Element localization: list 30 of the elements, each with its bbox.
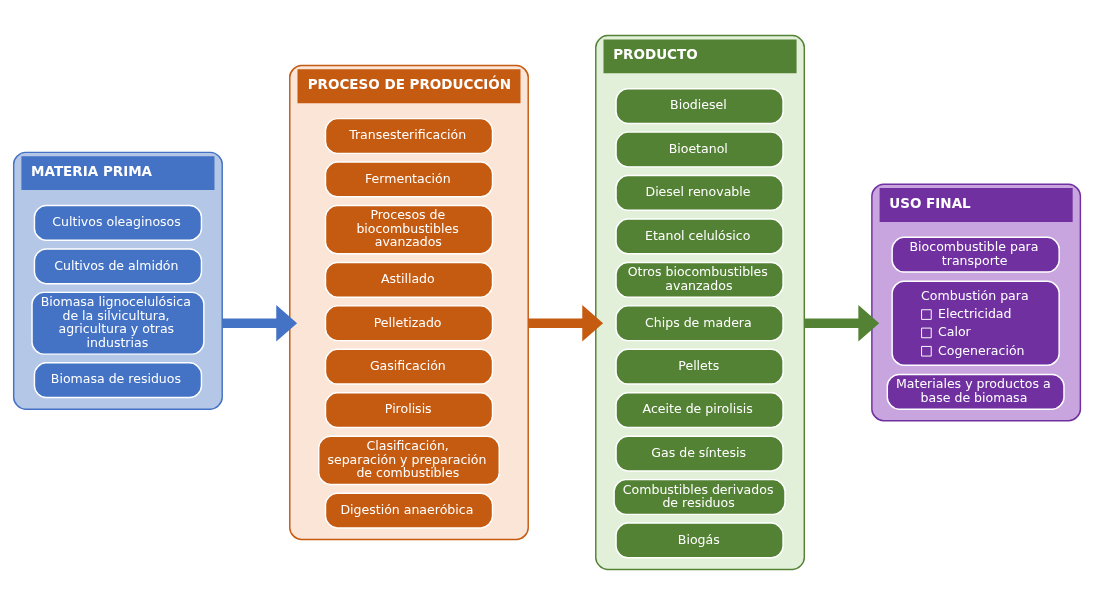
arrow: [528, 304, 604, 341]
node-box: Cultivos oleaginosos: [33, 204, 203, 241]
node-box: Fermentación: [324, 160, 494, 198]
node-box: Biocombustible para transporte: [891, 236, 1060, 273]
node-box: Pellets: [615, 348, 784, 385]
arrow: [804, 304, 880, 341]
node-box: Bioetanol: [615, 130, 784, 168]
node-box: Materiales y productos a base de biomasa: [886, 373, 1065, 410]
node-box: Biodiesel: [615, 87, 784, 124]
node-box: Gasificación: [324, 348, 494, 385]
node-box: Astillado: [324, 261, 494, 298]
node-box: Combustión para Electricidad Calor Cogeneración: [891, 280, 1060, 366]
node-box: Digestión anaeróbica: [324, 491, 494, 529]
node-box: Aceite de pirolisis: [615, 391, 784, 428]
node-box: Transesterificación: [324, 117, 494, 154]
node-box: Otros biocombustibles avanzados: [615, 261, 784, 298]
node-box: Etanol celulósico: [615, 217, 784, 254]
node-box: Pelletizado: [324, 304, 494, 341]
node-box: Clasificación, separación y preparación de combustibles: [318, 434, 500, 485]
node-box: Gas de síntesis: [615, 434, 784, 472]
node-box: Chips de madera: [615, 304, 784, 341]
arrow: [222, 304, 298, 341]
node-box: Cultivos de almidón: [33, 247, 203, 284]
node-box: Biogás: [615, 521, 784, 559]
node-box: Pirolisis: [324, 391, 494, 428]
node-box: Biomasa de residuos: [33, 361, 203, 398]
node-box: Procesos de biocombustibles avanzados: [324, 204, 494, 254]
node-box: Biomasa lignocelulósica de la silvicultura, agricultura y otras industrias: [31, 291, 205, 355]
node-box: Diesel renovable: [615, 174, 784, 211]
node-box: Combustibles derivados de residuos: [613, 478, 786, 515]
